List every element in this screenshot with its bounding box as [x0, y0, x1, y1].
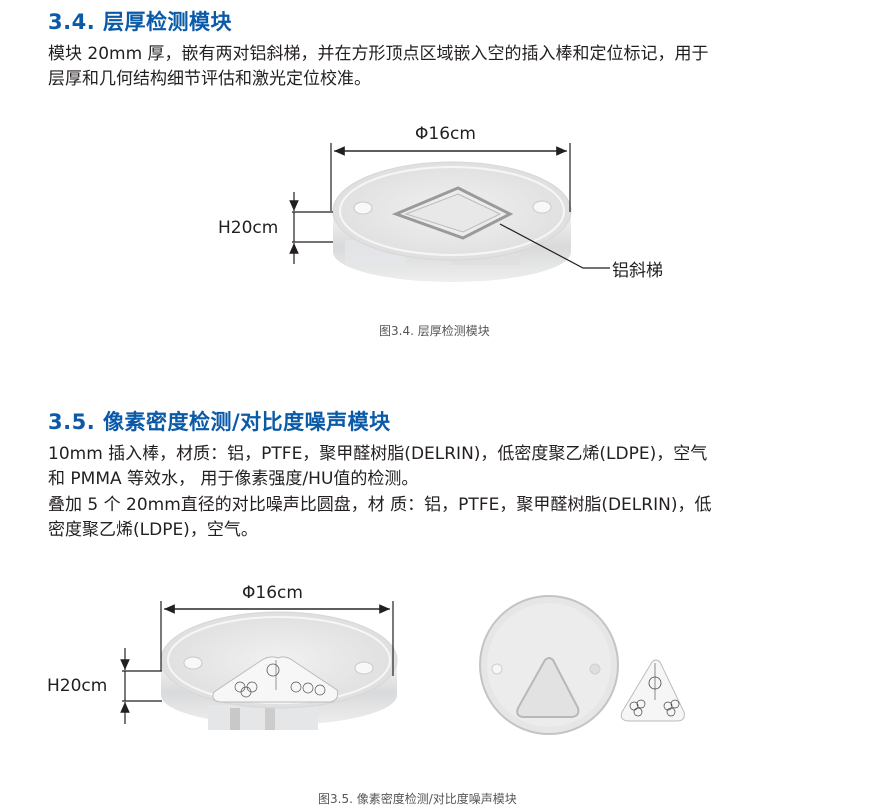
section-3-5-para1-line2: 和 PMMA 等效水， 用于像素强度/HU值的检测。 — [48, 469, 419, 489]
section-3-5-para2-line2: 密度聚乙烯(LDPE)，空气。 — [48, 520, 258, 540]
diameter-label-35: Φ16cm — [242, 583, 303, 603]
height-dimension-34 — [289, 192, 333, 264]
section-3-4-heading: 3.4. 层厚检测模块 — [48, 10, 232, 34]
contrast-disc-top-view — [479, 595, 619, 735]
height-label-34: H20cm — [218, 218, 279, 238]
section-3-5-para2-line1: 叠加 5 个 20mm直径的对比噪声比圆盘，材 质：铝，PTFE，聚甲醛树脂(D… — [48, 495, 712, 515]
figure-3-4-caption: 图3.4. 层厚检测模块 — [379, 324, 490, 338]
diameter-dimension-35 — [160, 601, 394, 676]
pixel-density-phantom — [160, 611, 398, 730]
triangle-insert — [620, 659, 685, 722]
callout-leader-34 — [499, 223, 610, 269]
section-3-5-para1-line1: 10mm 插入棒，材质：铝，PTFE，聚甲醛树脂(DELRIN)，低密度聚乙烯(… — [48, 444, 708, 464]
aluminum-ramp-callout: 铝斜梯 — [612, 261, 663, 281]
section-3-4-paragraph-line1: 模块 20mm 厚，嵌有两对铝斜梯，并在方形顶点区域嵌入空的插入棒和定位标记，用… — [48, 44, 709, 64]
layer-thickness-phantom — [332, 161, 572, 282]
figure-3-5-caption: 图3.5. 像素密度检测/对比度噪声模块 — [318, 792, 517, 806]
section-3-5-heading: 3.5. 像素密度检测/对比度噪声模块 — [48, 410, 391, 434]
diameter-label-34: Φ16cm — [415, 124, 476, 144]
diameter-dimension-34 — [330, 143, 571, 212]
height-label-35: H20cm — [47, 676, 108, 696]
height-dimension-35 — [120, 648, 162, 724]
section-3-4-paragraph-line2: 层厚和几何结构细节评估和激光定位校准。 — [48, 69, 371, 89]
